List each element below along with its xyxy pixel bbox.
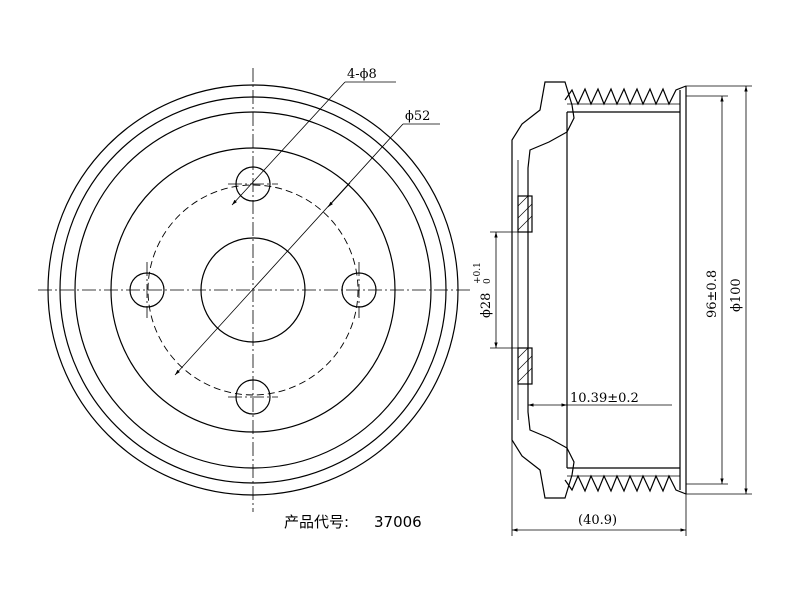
outer-dia-text: ϕ100: [729, 278, 744, 312]
front-view: 4-ϕ8 ϕ52 产品代号: 37006: [38, 67, 470, 531]
bolt-circle-leader: [174, 123, 404, 376]
hole-leader-line: [231, 81, 346, 206]
hatch-3: [517, 215, 533, 231]
bolt-circle-leader-arrow: [327, 182, 351, 208]
width-dim-text: (40.9): [578, 513, 617, 528]
bore-dim-text: ϕ28: [479, 293, 494, 318]
hole-callout: 4-ϕ8: [347, 67, 377, 82]
hatch-1: [517, 195, 529, 207]
depth-dim-text: 10.39±0.2: [570, 391, 639, 406]
hatch-6: [517, 367, 533, 383]
bore-tol-lower: 0: [483, 278, 493, 284]
hub-web: [517, 195, 533, 233]
product-code-value: 37006: [374, 513, 422, 531]
bore-tol-upper: +0.1: [473, 262, 483, 284]
product-code-label: 产品代号:: [284, 513, 349, 531]
groove-dia-text: 96±0.8: [705, 270, 720, 318]
hub-web-lower: [517, 347, 533, 385]
hatch-4: [517, 347, 529, 359]
bottom-grooves: [564, 474, 687, 495]
section-view: ϕ28 +0.1 0 10.39±0.2 96±0.8 ϕ100 (40.9): [473, 81, 752, 536]
top-grooves: [564, 85, 687, 106]
section-outer-profile: [511, 81, 575, 499]
hatch-2: [517, 203, 533, 219]
hatch-5: [517, 355, 533, 371]
bolt-circle-callout: ϕ52: [405, 109, 430, 124]
